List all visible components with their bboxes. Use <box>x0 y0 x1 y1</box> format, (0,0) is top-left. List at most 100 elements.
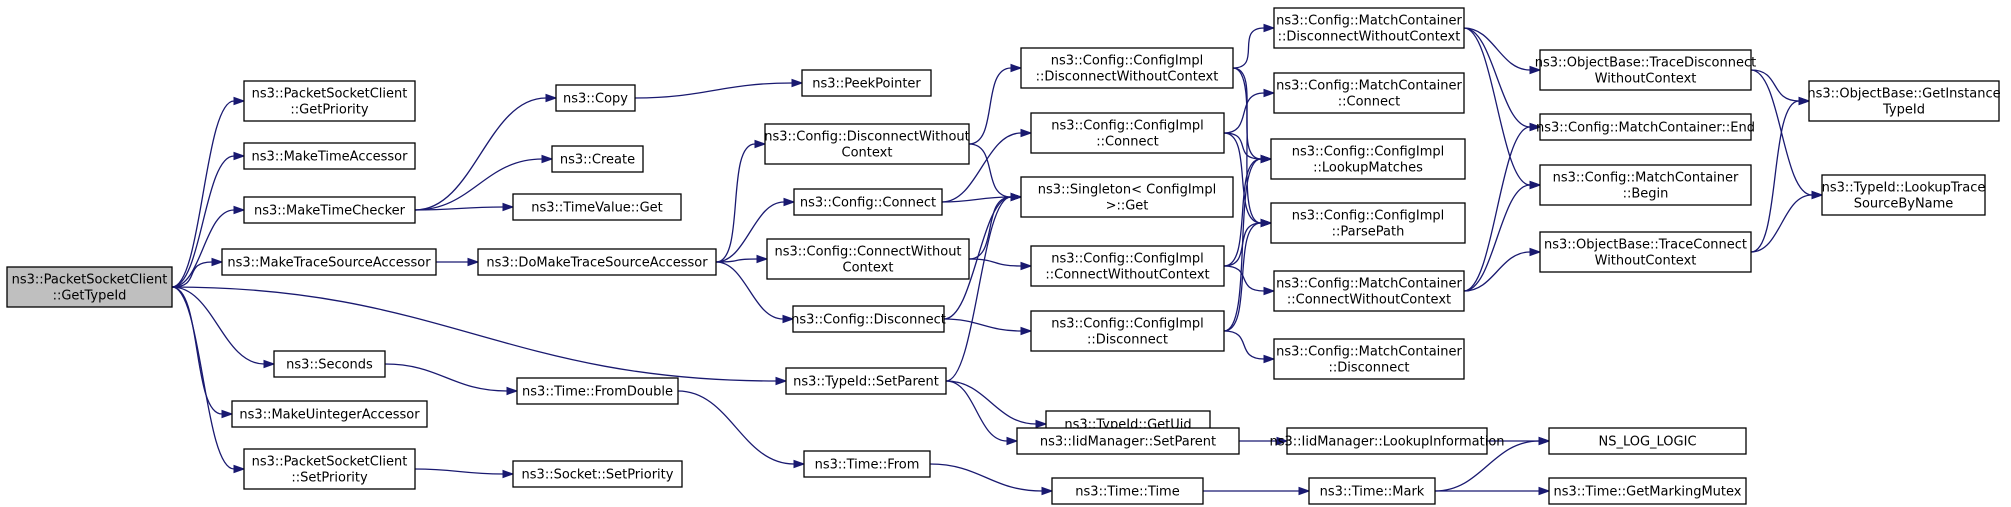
edge-arrowhead <box>506 386 519 396</box>
node-label: ns3::PacketSocketClient <box>12 273 168 288</box>
edge-arrowhead <box>1811 190 1824 200</box>
edge-n24-n32 <box>1223 218 1273 267</box>
node-ns3-config-configimpl-lookupmatches[interactable]: ns3::Config::ConfigImpl::LookupMatches <box>1270 138 1466 180</box>
node-box <box>1273 72 1465 114</box>
node-box <box>793 188 943 216</box>
node-ns3-maketimechecker[interactable]: ns3::MakeTimeChecker <box>243 196 416 224</box>
edge-line <box>1463 27 1531 71</box>
edge-n12-n20 <box>677 390 806 469</box>
node-ns3-typeid-setparent[interactable]: ns3::TypeId::SetParent <box>785 367 947 395</box>
node-ns3-config-configimpl-disconnectwithoutcontext[interactable]: ns3::Config::ConfigImpl::DisconnectWitho… <box>1020 47 1234 89</box>
node-label: ns3::MakeTimeAccessor <box>252 150 409 165</box>
node-ns3-packetsocketclient-setpriority[interactable]: ns3::PacketSocketClient::SetPriority <box>243 448 416 490</box>
node-ns3-maketracesourceaccessor[interactable]: ns3::MakeTraceSourceAccessor <box>221 248 437 276</box>
node-ns3-makeuintegeraccessor[interactable]: ns3::MakeUintegerAccessor <box>231 400 428 428</box>
node-label: ::GetPriority <box>290 103 369 118</box>
node-ns3-iidmanager-lookupinformation[interactable]: ns3::IidManager::LookupInformation <box>1269 427 1505 455</box>
node-box <box>551 145 644 173</box>
node-ns3-create[interactable]: ns3::Create <box>551 145 644 173</box>
node-ns3-time-mark[interactable]: ns3::Time::Mark <box>1308 477 1436 505</box>
node-ns3-time-from[interactable]: ns3::Time::From <box>803 450 931 478</box>
node-label: ns3::Config::MatchContainer::End <box>1536 121 1755 136</box>
node-label: ns3::Config::MatchContainer <box>1276 345 1462 360</box>
node-ns3-maketimeaccessor[interactable]: ns3::MakeTimeAccessor <box>243 142 416 170</box>
call-nodes: ns3::PacketSocketClient::GetTypeIdns3::P… <box>6 7 2001 505</box>
edge-n40-n43 <box>1750 96 1811 253</box>
node-ns3-config-matchcontainer-connectwithoutcontext[interactable]: ns3::Config::MatchContainer::ConnectWith… <box>1273 270 1465 312</box>
node-box <box>1548 427 1747 455</box>
node-label: ::LookupMatches <box>1313 161 1423 176</box>
edge-arrowhead <box>754 139 767 149</box>
node-ns3-config-matchcontainer-begin[interactable]: ns3::Config::MatchContainer::Begin <box>1539 164 1752 206</box>
node-label: ns3::Config::ConfigImpl <box>1051 317 1204 332</box>
edge-n18-n25 <box>943 318 1033 336</box>
edge-n19-n23 <box>945 192 1023 382</box>
edge-line <box>968 258 1022 267</box>
node-label: ns3::Time::Mark <box>1320 485 1425 500</box>
node-ns3-time-fromdouble[interactable]: ns3::Time::FromDouble <box>516 377 679 405</box>
node-ns3-seconds[interactable]: ns3::Seconds <box>273 350 386 378</box>
edge-n0-n1 <box>171 96 246 288</box>
node-box <box>512 193 682 221</box>
node-ns3-config-matchcontainer-disconnectwithoutcontext[interactable]: ns3::Config::MatchContainer::DisconnectW… <box>1273 7 1465 49</box>
edge-line <box>1223 132 1262 160</box>
node-box <box>221 248 437 276</box>
node-ns3-config-disconnect[interactable]: ns3::Config::Disconnect <box>791 305 946 333</box>
edge-line <box>414 468 504 475</box>
edge-arrowhead <box>1298 486 1311 496</box>
node-box <box>1273 270 1465 312</box>
node-label: ns3::IidManager::LookupInformation <box>1269 435 1504 450</box>
node-ns3-config-connect[interactable]: ns3::Config::Connect <box>793 188 943 216</box>
node-ns3-config-matchcontainer-disconnect[interactable]: ns3::Config::MatchContainer::Disconnect <box>1273 338 1465 380</box>
node-ns3-timevalue-get[interactable]: ns3::TimeValue::Get <box>512 193 682 221</box>
node-box <box>1030 245 1225 287</box>
edge-line <box>1223 265 1265 292</box>
node-ns3-peekpointer[interactable]: ns3::PeekPointer <box>801 69 932 97</box>
edge-n25-n32 <box>1223 218 1273 332</box>
node-label: ns3::Config::MatchContainer <box>1276 277 1462 292</box>
node-ns3-objectbase-tracedisconnect-withoutcontext[interactable]: ns3::ObjectBase::TraceDisconnectWithoutC… <box>1535 49 1757 91</box>
node-ns3-config-configimpl-connectwithoutcontext[interactable]: ns3::Config::ConfigImpl::ConnectWithoutC… <box>1030 245 1225 287</box>
edge-arrowhead <box>1260 218 1273 228</box>
node-ns3-iidmanager-setparent[interactable]: ns3::IidManager::SetParent <box>1016 427 1240 455</box>
node-ns3-config-configimpl-disconnect[interactable]: ns3::Config::ConfigImpl::Disconnect <box>1030 310 1225 352</box>
node-ns3-singleton-configimpl-get[interactable]: ns3::Singleton< ConfigImpl >::Get <box>1020 176 1234 218</box>
node-ns3-time-getmarkingmutex[interactable]: ns3::Time::GetMarkingMutex <box>1548 477 1747 505</box>
edge-line <box>945 380 1037 425</box>
node-ns3-time-time[interactable]: ns3::Time::Time <box>1051 477 1204 505</box>
node-ns3-config-disconnectwithout-context[interactable]: ns3::Config::DisconnectWithoutContext <box>764 123 970 165</box>
node-ns3-config-matchcontainer-connect[interactable]: ns3::Config::MatchContainer::Connect <box>1273 72 1465 114</box>
edge-line <box>1463 251 1531 292</box>
edge-arrowhead <box>1263 23 1276 33</box>
edge-n0-n2 <box>171 151 246 288</box>
node-ns3-socket-setpriority[interactable]: ns3::Socket::SetPriority <box>512 460 683 488</box>
node-ns3-domaketracesourceaccessor[interactable]: ns3::DoMakeTraceSourceAccessor <box>477 248 717 276</box>
node-label: ns3::MakeTraceSourceAccessor <box>227 256 431 271</box>
node-ns3-packetsocketclient-getpriority[interactable]: ns3::PacketSocketClient::GetPriority <box>243 80 416 122</box>
node-ns3-copy[interactable]: ns3::Copy <box>555 84 636 112</box>
node-ns3-objectbase-traceconnect-withoutcontext[interactable]: ns3::ObjectBase::TraceConnectWithoutCont… <box>1539 231 1752 273</box>
node-ns3-packetsocketclient-gettypeid[interactable]: ns3::PacketSocketClient::GetTypeId <box>6 266 173 308</box>
node-label: ns3::Config::ConfigImpl <box>1051 54 1204 69</box>
node-ns3-config-configimpl-connect[interactable]: ns3::Config::ConfigImpl::Connect <box>1030 112 1225 154</box>
edge-n33-n38 <box>1463 122 1542 292</box>
edge-arrowhead <box>791 78 804 88</box>
node-label: ns3::Config::ConnectWithout <box>774 245 961 260</box>
node-ns-log-logic[interactable]: NS_LOG_LOGIC <box>1548 427 1747 455</box>
node-label: ns3::TypeId::SetParent <box>793 375 939 390</box>
edge-arrowhead <box>233 205 246 215</box>
node-ns3-config-matchcontainer-end[interactable]: ns3::Config::MatchContainer::End <box>1536 113 1755 141</box>
node-box <box>1539 231 1752 273</box>
node-ns3-config-configimpl-parsepath[interactable]: ns3::Config::ConfigImpl::ParsePath <box>1270 202 1466 244</box>
node-box <box>766 238 970 280</box>
edge-line <box>171 286 223 415</box>
node-box <box>231 400 428 428</box>
node-box <box>1539 113 1752 141</box>
node-ns3-config-connectwithout-context[interactable]: ns3::Config::ConnectWithoutContext <box>766 238 970 280</box>
edge-line <box>1223 92 1265 134</box>
edge-arrowhead <box>541 154 554 164</box>
node-box <box>1539 49 1752 91</box>
edge-line <box>171 155 235 288</box>
